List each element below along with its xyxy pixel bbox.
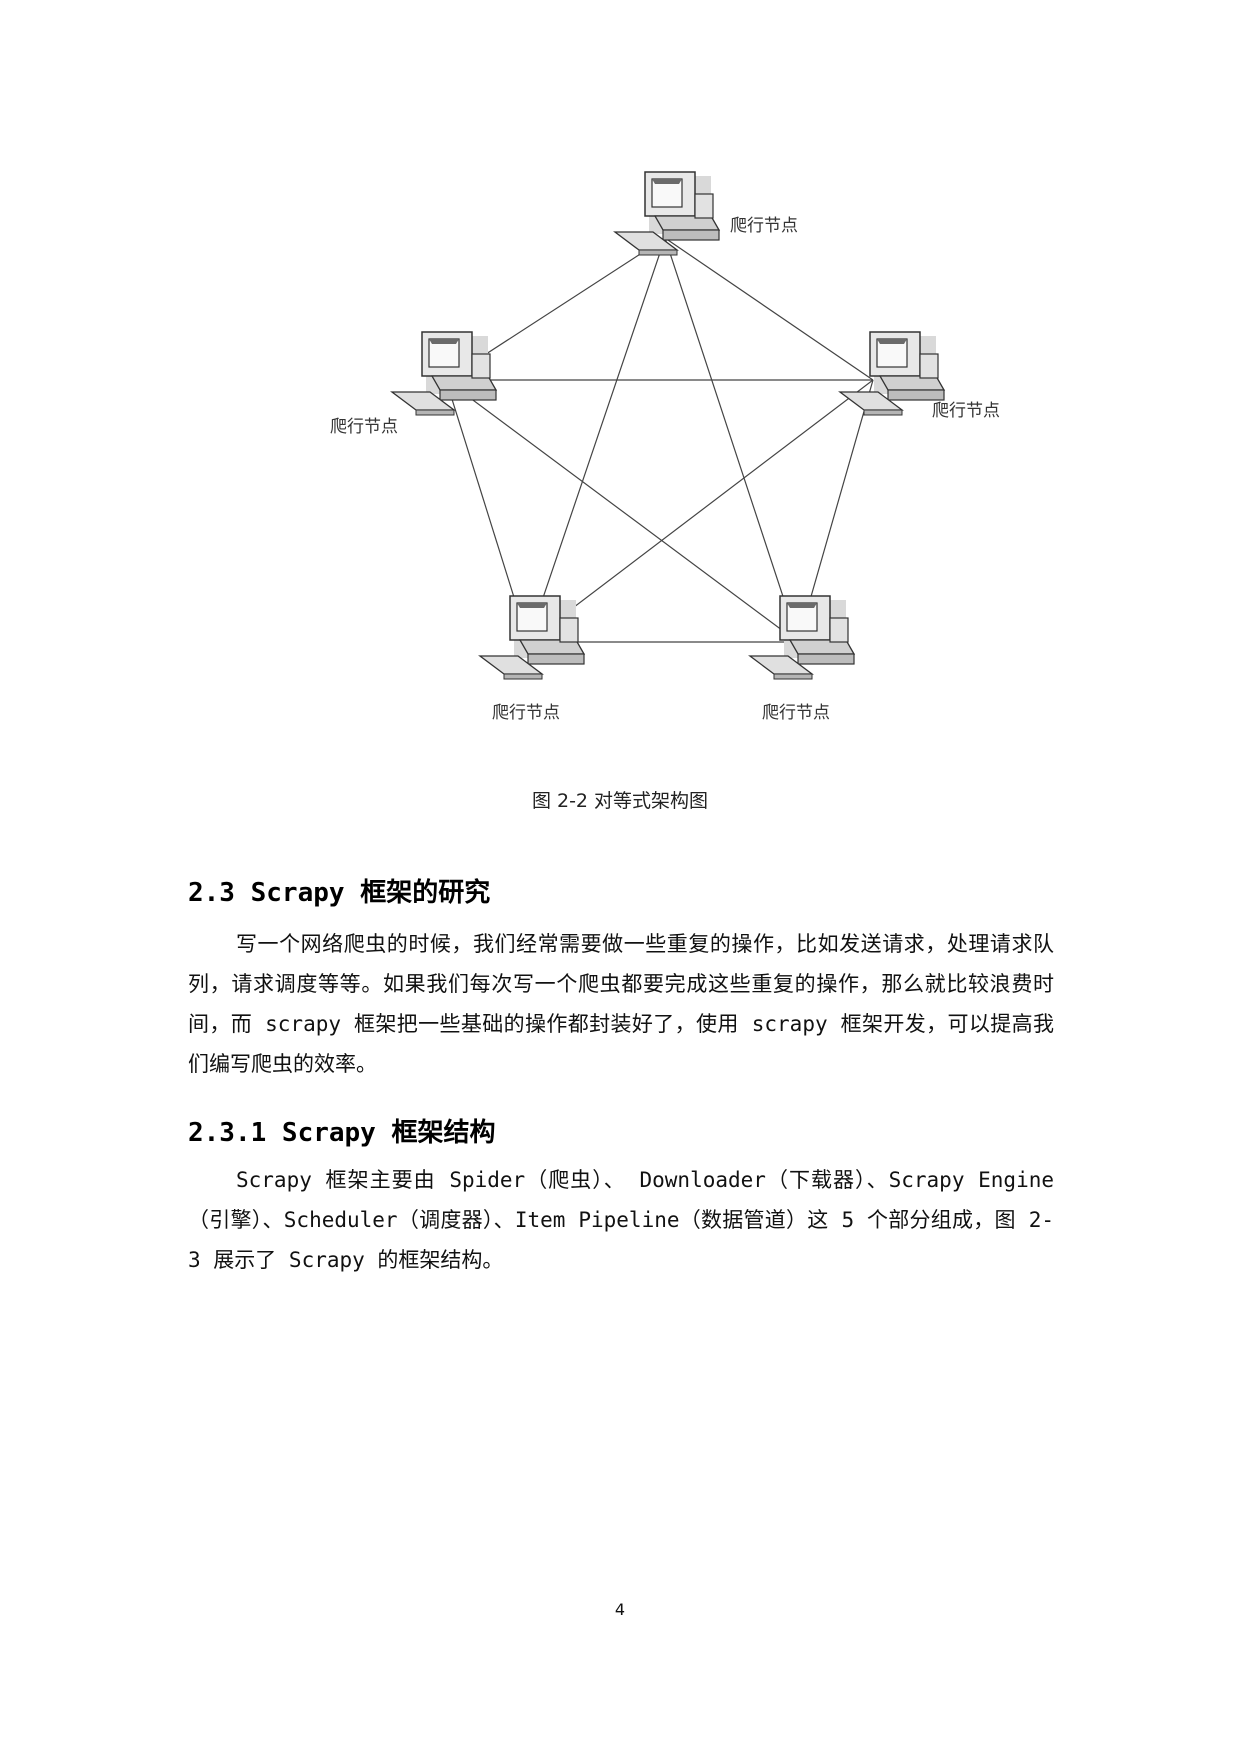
subsection-heading: 2.3.1 Scrapy 框架结构 xyxy=(188,1112,496,1149)
link-top-bottom-right xyxy=(664,237,799,643)
page-number: 4 xyxy=(614,1600,626,1619)
node-label-bottom-right: 爬行节点 xyxy=(762,703,830,723)
subsection-heading-number: 2.3.1 Scrapy xyxy=(188,1118,376,1148)
subsection-paragraph: Scrapy 框架主要由 Spider（爬虫）、 Downloader（下载器）… xyxy=(188,1168,1054,1272)
figure-caption: 图 2-2 对等式架构图 xyxy=(531,790,709,812)
node-label-bottom-left: 爬行节点 xyxy=(492,703,560,723)
section-heading: 2.3 Scrapy 框架的研究 xyxy=(188,872,490,909)
network-links xyxy=(445,237,874,643)
link-left-bottom-right xyxy=(445,379,799,643)
node-label-right: 爬行节点 xyxy=(932,401,1000,421)
computer-icon xyxy=(391,331,497,416)
computer-icon xyxy=(839,331,945,416)
subsection-heading-text: 框架结构 xyxy=(391,1118,496,1148)
node-label-top: 爬行节点 xyxy=(730,216,798,236)
section-heading-text: 框架的研究 xyxy=(360,878,491,908)
node-label-left: 爬行节点 xyxy=(330,417,398,437)
computer-icon xyxy=(479,595,585,680)
computer-icon xyxy=(614,171,720,256)
section-paragraph: 写一个网络爬虫的时候，我们经常需要做一些重复的操作，比如发送请求，处理请求队列，… xyxy=(188,932,1054,1076)
section-heading-number: 2.3 Scrapy xyxy=(188,878,345,908)
computer-icon xyxy=(749,595,855,680)
peer-architecture-diagram: 爬行节点 爬行节点 爬行节点 爬行节点 爬行节点 xyxy=(330,171,1000,723)
link-top-bottom-left xyxy=(527,237,666,643)
link-top-right xyxy=(664,237,874,381)
link-right-bottom-left xyxy=(527,379,874,643)
